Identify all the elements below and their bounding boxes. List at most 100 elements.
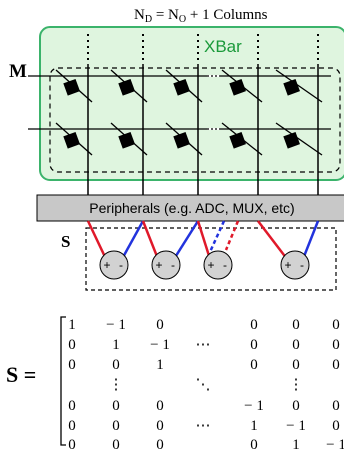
crossbar-cell: [275, 122, 323, 156]
memristor-block: [229, 78, 246, 96]
xbar-box: [39, 26, 344, 181]
crossbar-cell: [55, 69, 93, 103]
header-eq: = N: [152, 7, 179, 23]
matrix-cell: − 1: [286, 418, 306, 434]
difference-node: [151, 250, 181, 280]
crossbar-cell: [165, 69, 203, 103]
positive-wire: [141, 220, 160, 260]
negative-wire: [301, 220, 320, 260]
memristor-block: [173, 78, 190, 96]
matrix-cell: 0: [156, 317, 164, 333]
matrix-cell: 0: [292, 317, 300, 333]
header-sub-o: O: [179, 14, 186, 25]
matrix-cell: 1: [292, 437, 300, 449]
minus-sign: -: [223, 258, 227, 272]
memristor-block: [283, 131, 300, 149]
difference-node: [203, 250, 233, 280]
matrix-cell: 0: [292, 337, 300, 353]
matrix-cell: 0: [68, 398, 76, 414]
positive-wire: [196, 220, 212, 260]
matrix-cell: 0: [332, 418, 340, 434]
memristor-block: [118, 131, 135, 149]
difference-node: [99, 250, 129, 280]
matrix-cell: 0: [156, 398, 164, 414]
negative-wire: [172, 220, 200, 260]
matrix-cell: 0: [68, 337, 76, 353]
matrix-cell: 0: [250, 357, 258, 373]
xbar-label: XBar: [204, 37, 242, 56]
matrix-cell: 0: [68, 357, 76, 373]
matrix-cell: ⋮: [289, 377, 304, 393]
peripherals-box: [36, 194, 344, 222]
crossbar-cell: [55, 122, 93, 156]
xbar-dashed-region: [49, 67, 341, 173]
matrix-cell: ⋱: [196, 377, 211, 393]
plus-sign: +: [155, 258, 162, 272]
matrix-cell: 0: [292, 398, 300, 414]
matrix-cell: 0: [332, 357, 340, 373]
matrix-cell: 0: [292, 357, 300, 373]
positive-wire: [257, 220, 288, 260]
s-label: S: [61, 232, 70, 251]
negative-wire: [120, 220, 145, 260]
difference-node: [280, 250, 310, 280]
node-wires: [86, 220, 320, 260]
column-wires: [87, 34, 319, 195]
matrix-cell: 0: [112, 398, 120, 414]
matrix-cell: 0: [112, 437, 120, 449]
crossbar-cells: [55, 69, 323, 156]
matrix-cell: 0: [112, 418, 120, 434]
positive-wire-dashed: [224, 220, 240, 251]
memristor-block: [229, 131, 246, 149]
m-label: M: [9, 61, 27, 82]
matrix-cell: 0: [250, 337, 258, 353]
header-n: N: [134, 7, 145, 23]
matrix-cell: 0: [332, 337, 340, 353]
matrix-cell: ⋯: [196, 337, 211, 353]
header-sub-d: D: [145, 14, 152, 25]
cell-wire: [275, 122, 323, 156]
memristor-block: [63, 131, 80, 149]
difference-nodes: +-+-+-+-: [99, 250, 310, 280]
matrix-cell: ⋮: [109, 377, 124, 393]
matrix-cell: 0: [156, 437, 164, 449]
matrix-cell: 0: [250, 317, 258, 333]
crossbar-cell: [275, 69, 323, 103]
positive-wire: [86, 220, 108, 260]
crossbar-cell: [110, 69, 148, 103]
memristor-block: [283, 78, 300, 96]
matrix-cell: − 1: [326, 437, 344, 449]
minus-sign: -: [119, 258, 123, 272]
matrix-cell: 1: [156, 357, 164, 373]
cell-wire: [275, 69, 323, 103]
matrix-cell: ⋯: [196, 418, 211, 434]
memristor-block: [63, 78, 80, 96]
plus-sign: +: [284, 258, 291, 272]
plus-sign: +: [207, 258, 214, 272]
crossbar-cell: [221, 69, 263, 103]
peripherals-label: Peripherals (e.g. ADC, MUX, etc): [89, 200, 294, 216]
matrix-cell: 0: [156, 418, 164, 434]
header-rest: + 1 Columns: [186, 7, 268, 23]
memristor-block: [173, 131, 190, 149]
s-equals-label: S =: [6, 362, 36, 387]
crossbar-cell: [221, 122, 263, 156]
columns-header: ND = NO + 1 Columns: [134, 7, 268, 25]
minus-sign: -: [300, 258, 304, 272]
matrix-cell: 0: [68, 437, 76, 449]
negative-wire-dashed: [208, 220, 226, 253]
row-wires: [28, 75, 331, 130]
matrix-cell: − 1: [150, 337, 170, 353]
matrix-cell: 0: [332, 398, 340, 414]
matrix-cell: 0: [250, 437, 258, 449]
matrix-cell: 0: [112, 357, 120, 373]
nodes-dashed-region: [85, 227, 337, 291]
matrix-cell: 1: [112, 337, 120, 353]
minus-sign: -: [171, 258, 175, 272]
plus-sign: +: [103, 258, 110, 272]
matrix-cell: 1: [250, 418, 258, 434]
matrix-cell: 0: [332, 317, 340, 333]
memristor-block: [118, 78, 135, 96]
crossbar-cell: [165, 122, 203, 156]
